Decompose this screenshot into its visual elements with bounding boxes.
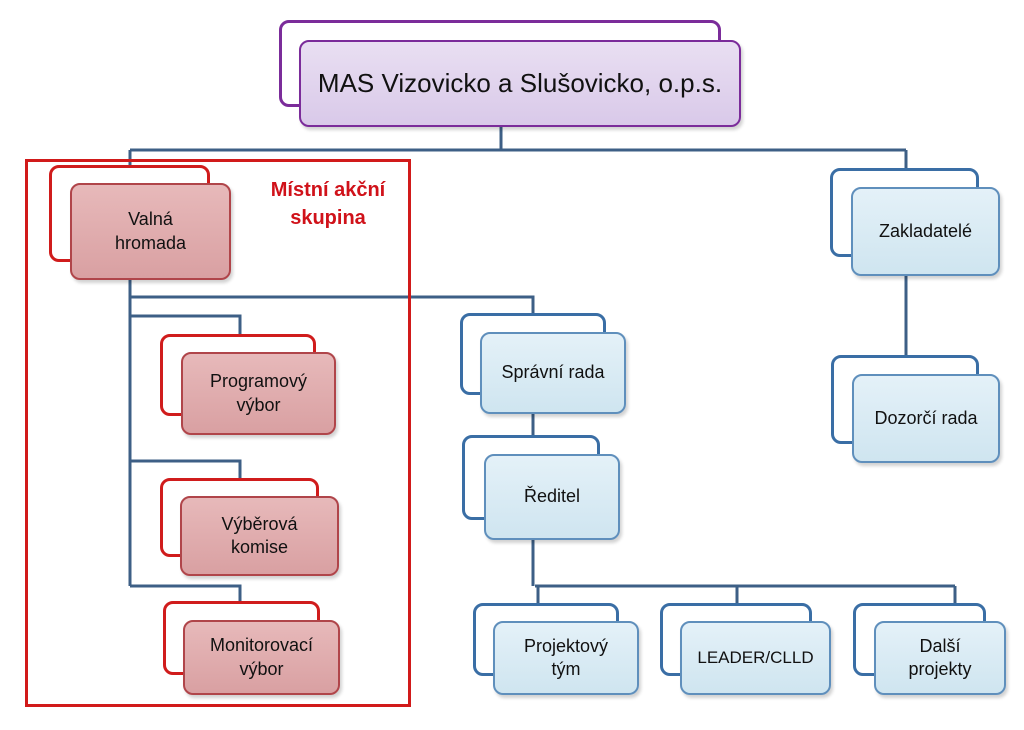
vyberova-komise-label: Výběrová komise xyxy=(221,513,298,557)
programovy-vybor-node: Programový výbor xyxy=(181,352,336,435)
mas-node-label: MAS Vizovicko a Slušovicko, o.p.s. xyxy=(317,67,723,98)
zakladatele-node: Zakladatelé xyxy=(851,187,1000,276)
valna-hromada-node: Valná hromada xyxy=(70,183,231,280)
local-action-group-frame xyxy=(25,159,411,707)
dalsi-projekty-node: Další projekty xyxy=(874,621,1006,695)
spravni-rada-label: Správní rada xyxy=(501,362,605,383)
valna-hromada-label: Valná hromada xyxy=(114,209,187,253)
zakladatele-label: Zakladatelé xyxy=(878,220,973,241)
dozorci-rada-node: Dozorčí rada xyxy=(852,374,1000,463)
spravni-rada-node: Správní rada xyxy=(480,332,626,414)
reditel-label: Ředitel xyxy=(523,486,581,507)
leader-clld-node: LEADER/CLLD xyxy=(680,621,831,695)
monitorovaci-vybor-label: Monitorovací výbor xyxy=(209,635,314,679)
monitorovaci-vybor-node: Monitorovací výbor xyxy=(183,620,340,695)
programovy-vybor-label: Programový výbor xyxy=(209,371,308,415)
dozorci-rada-label: Dozorčí rada xyxy=(874,407,978,428)
projektovy-tym-node: Projektový tým xyxy=(493,621,639,695)
projektovy-tym-label: Projektový tým xyxy=(523,635,609,679)
local-action-group-label: Místní akční skupina xyxy=(270,179,386,229)
vyberova-komise-node: Výběrová komise xyxy=(180,496,339,576)
reditel-node: Ředitel xyxy=(484,454,620,540)
dalsi-projekty-label: Další projekty xyxy=(908,635,972,679)
mas-node: MAS Vizovicko a Slušovicko, o.p.s. xyxy=(299,40,741,127)
leader-clld-label: LEADER/CLLD xyxy=(697,647,814,667)
